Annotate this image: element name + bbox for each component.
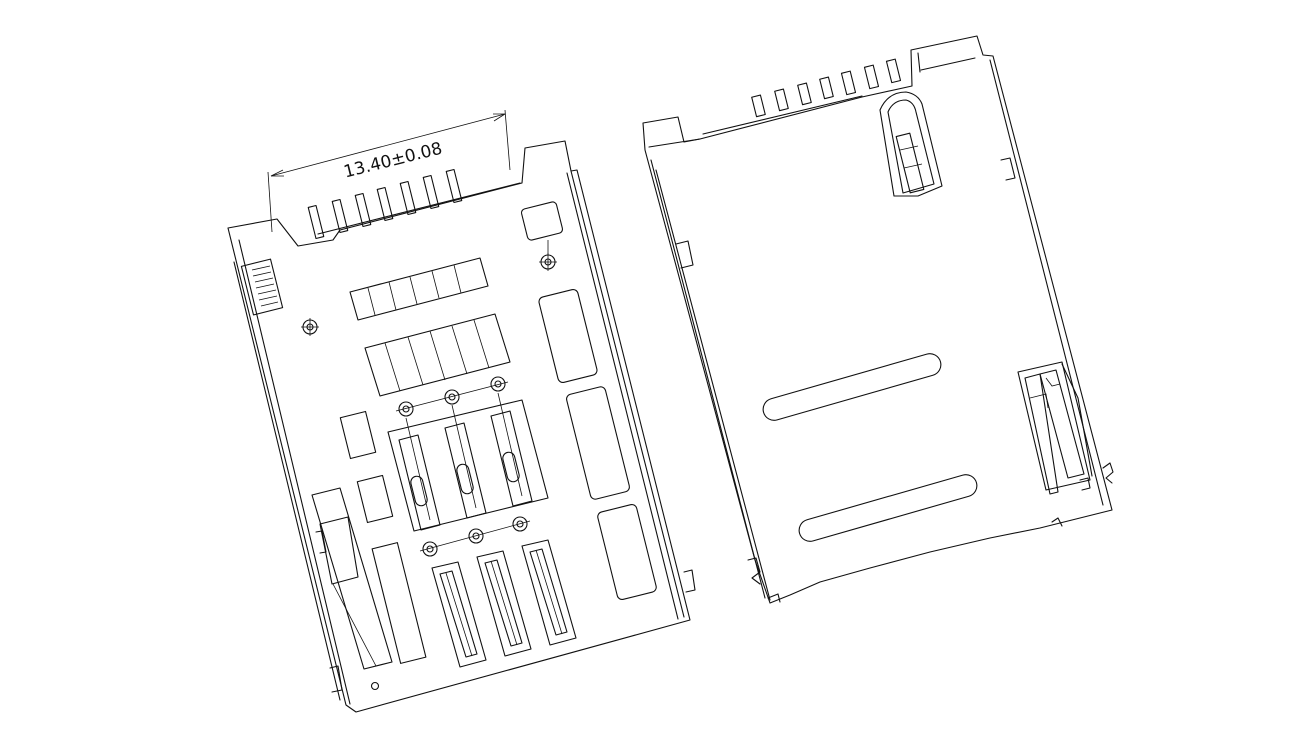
top-pins [307, 168, 521, 240]
detect-switch [311, 487, 427, 670]
push-latch [879, 91, 943, 197]
alignment-dot [370, 681, 380, 691]
reference-holes [301, 240, 557, 336]
spring-contacts-upper [387, 376, 549, 532]
top-view-pins [751, 58, 902, 118]
serrated-mark [240, 258, 284, 316]
shell-outline [642, 35, 1113, 604]
housing-outline [227, 140, 691, 713]
pad-row-1 [349, 257, 489, 321]
card-slot-lower [798, 474, 978, 542]
card-slot-upper [762, 353, 942, 421]
bottom-view: 13.40±0.08 [227, 109, 696, 713]
dimension-13-40: 13.40±0.08 [267, 109, 511, 233]
side-switch [1017, 361, 1114, 527]
pad-row-2 [364, 313, 511, 397]
spring-contacts-lower [419, 516, 577, 668]
top-view [642, 35, 1114, 604]
